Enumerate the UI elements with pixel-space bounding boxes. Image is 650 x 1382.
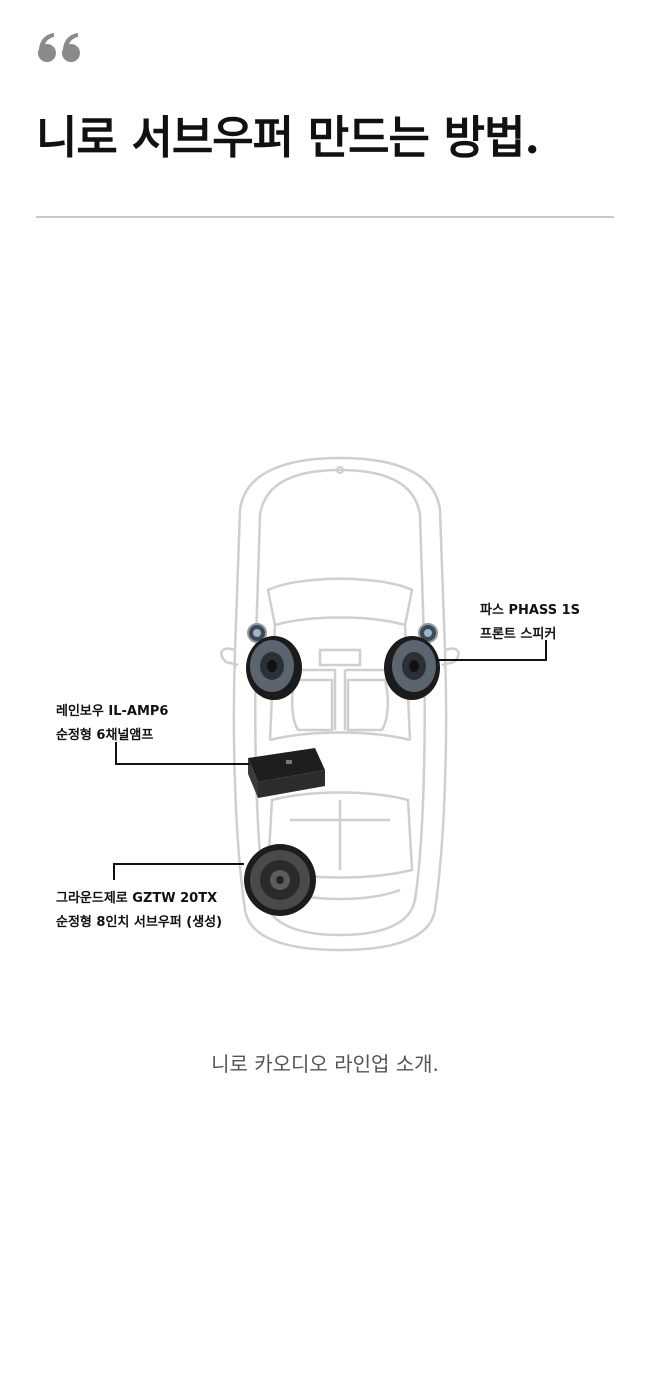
- subwoofer-label-line2: 순정형 8인치 서브우퍼 (생성): [56, 914, 222, 930]
- amplifier-callout-line: [115, 742, 250, 765]
- subwoofer-callout-line: [113, 863, 244, 880]
- amplifier-label-line1: 레인보우 IL-AMP6: [56, 703, 168, 719]
- subwoofer-unit: [244, 844, 316, 916]
- amplifier-label-line2: 순정형 6채널앰프: [56, 727, 153, 743]
- right-front-speaker: [384, 636, 440, 700]
- amplifier-unit: [248, 748, 325, 798]
- title-divider: [36, 216, 614, 218]
- car-audio-diagram: 파스 PHASS 1S 프론트 스피커 레인보우 IL-AMP6 순정형 6채널…: [40, 440, 610, 980]
- quote-open-icon: [38, 33, 80, 62]
- front-speaker-label-line2: 프론트 스피커: [480, 627, 556, 642]
- front-speaker-callout-line: [436, 640, 547, 661]
- front-speaker-label-line1: 파스 PHASS 1S: [480, 603, 580, 618]
- left-front-speaker: [246, 636, 302, 700]
- subwoofer-label-line1: 그라운드제로 GZTW 20TX: [56, 890, 217, 906]
- left-tweeter: [247, 623, 267, 643]
- figure-caption: 니로 카오디오 라인업 소개.: [211, 1052, 439, 1076]
- article-title: 니로 서브우퍼 만드는 방법.: [36, 111, 540, 164]
